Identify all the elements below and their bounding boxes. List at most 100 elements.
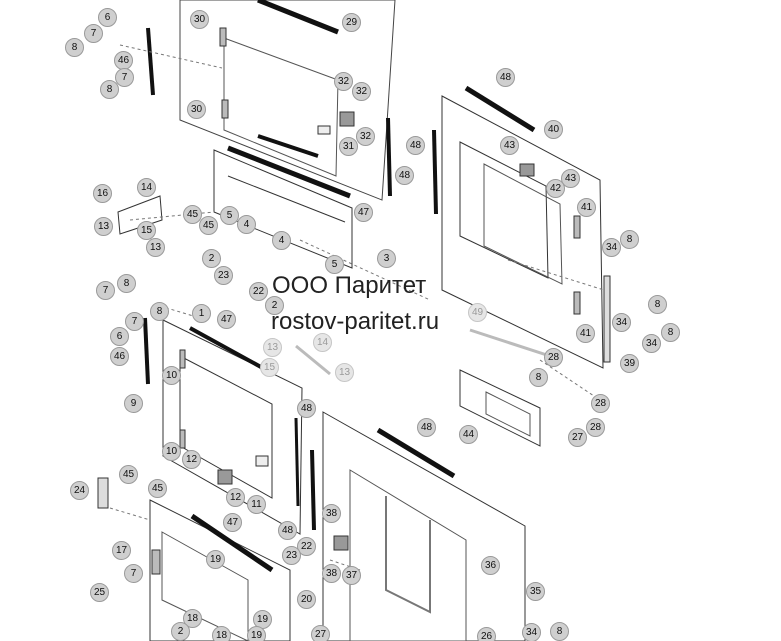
part-callout-14: 14 bbox=[313, 333, 332, 352]
latch-31 bbox=[339, 111, 355, 127]
seal-46-mid bbox=[143, 317, 150, 385]
part-callout-48: 48 bbox=[278, 521, 297, 540]
latch-42 bbox=[519, 163, 535, 177]
part-callout-40: 40 bbox=[544, 120, 563, 139]
inner-frame-40 bbox=[483, 163, 563, 285]
part-callout-8: 8 bbox=[620, 230, 639, 249]
part-callout-32: 32 bbox=[356, 127, 375, 146]
part-callout-13: 13 bbox=[146, 238, 165, 257]
seal-47-low bbox=[190, 513, 274, 573]
part-callout-28: 28 bbox=[544, 348, 563, 367]
door-17-outline bbox=[149, 499, 291, 641]
seal-48-b bbox=[432, 129, 438, 215]
door-35-outline bbox=[322, 411, 526, 641]
part-callout-8: 8 bbox=[648, 295, 667, 314]
part-callout-25: 25 bbox=[90, 583, 109, 602]
part-callout-48: 48 bbox=[297, 399, 316, 418]
part-callout-47: 47 bbox=[217, 310, 236, 329]
seal-47-mid bbox=[189, 326, 271, 374]
part-callout-18: 18 bbox=[183, 609, 202, 628]
plate-9 bbox=[255, 455, 269, 467]
hinge-41-top bbox=[573, 215, 581, 239]
bracket-14 bbox=[117, 195, 163, 235]
latch-38 bbox=[333, 535, 349, 551]
part-callout-2: 2 bbox=[202, 249, 221, 268]
part-callout-8: 8 bbox=[117, 274, 136, 293]
part-callout-17: 17 bbox=[112, 541, 131, 560]
hinge-17 bbox=[151, 549, 161, 575]
part-callout-30: 30 bbox=[187, 100, 206, 119]
part-callout-22: 22 bbox=[297, 537, 316, 556]
part-callout-9: 9 bbox=[124, 394, 143, 413]
part-callout-34: 34 bbox=[612, 313, 631, 332]
part-callout-38: 38 bbox=[322, 504, 341, 523]
part-callout-23: 23 bbox=[214, 266, 233, 285]
part-callout-34: 34 bbox=[642, 334, 661, 353]
part-callout-10: 10 bbox=[162, 442, 181, 461]
part-callout-8: 8 bbox=[100, 80, 119, 99]
seal-bottom-29 bbox=[257, 134, 319, 158]
part-callout-27: 27 bbox=[568, 428, 587, 447]
part-callout-32: 32 bbox=[352, 82, 371, 101]
part-callout-29: 29 bbox=[342, 13, 361, 32]
part-callout-5: 5 bbox=[325, 255, 344, 274]
part-callout-7: 7 bbox=[84, 24, 103, 43]
rod-14 bbox=[295, 344, 331, 376]
part-callout-48: 48 bbox=[395, 166, 414, 185]
part-callout-39: 39 bbox=[620, 354, 639, 373]
seal-47-top bbox=[227, 145, 351, 199]
label-plate-29 bbox=[317, 125, 331, 135]
part-callout-12: 12 bbox=[226, 488, 245, 507]
part-callout-15: 15 bbox=[137, 221, 156, 240]
part-callout-1: 1 bbox=[192, 304, 211, 323]
hinge-30-top bbox=[219, 27, 227, 47]
seal-48-e bbox=[310, 449, 316, 531]
part-callout-18: 18 bbox=[212, 626, 231, 641]
part-callout-31: 31 bbox=[339, 137, 358, 156]
part-callout-13: 13 bbox=[94, 217, 113, 236]
part-callout-8: 8 bbox=[65, 38, 84, 57]
rod-49 bbox=[469, 328, 557, 360]
door-40-outline bbox=[441, 95, 604, 369]
part-callout-7: 7 bbox=[115, 68, 134, 87]
tray-44 bbox=[459, 369, 541, 447]
part-callout-26: 26 bbox=[477, 627, 496, 641]
watermark-site: rostov-paritet.ru bbox=[271, 308, 440, 335]
part-callout-48: 48 bbox=[417, 418, 436, 437]
strip-39 bbox=[603, 275, 611, 363]
part-callout-49: 49 bbox=[468, 303, 487, 322]
handle-36 bbox=[385, 496, 431, 614]
part-callout-22: 22 bbox=[249, 282, 268, 301]
part-callout-23: 23 bbox=[282, 546, 301, 565]
frame-3 bbox=[213, 149, 353, 269]
part-callout-16: 16 bbox=[93, 184, 112, 203]
part-callout-15: 15 bbox=[260, 358, 279, 377]
part-callout-38: 38 bbox=[322, 564, 341, 583]
hinge-41-bottom bbox=[573, 291, 581, 315]
part-callout-41: 41 bbox=[577, 198, 596, 217]
part-callout-13: 13 bbox=[263, 338, 282, 357]
part-callout-48: 48 bbox=[496, 68, 515, 87]
post-24 bbox=[97, 477, 109, 509]
part-callout-46: 46 bbox=[110, 347, 129, 366]
part-callout-36: 36 bbox=[481, 556, 500, 575]
glass-9 bbox=[179, 355, 273, 499]
part-callout-41: 41 bbox=[576, 324, 595, 343]
tray-44-inner bbox=[485, 391, 531, 437]
part-callout-8: 8 bbox=[529, 368, 548, 387]
part-callout-48: 48 bbox=[406, 136, 425, 155]
part-callout-32: 32 bbox=[334, 72, 353, 91]
part-callout-43: 43 bbox=[561, 169, 580, 188]
part-callout-45: 45 bbox=[199, 216, 218, 235]
glass-29 bbox=[223, 37, 339, 177]
seal-48-f bbox=[376, 427, 456, 479]
part-callout-7: 7 bbox=[125, 312, 144, 331]
part-callout-34: 34 bbox=[522, 623, 541, 641]
part-callout-7: 7 bbox=[96, 281, 115, 300]
part-callout-4: 4 bbox=[272, 231, 291, 250]
part-callout-7: 7 bbox=[124, 564, 143, 583]
part-callout-45: 45 bbox=[119, 465, 138, 484]
part-callout-45: 45 bbox=[183, 205, 202, 224]
